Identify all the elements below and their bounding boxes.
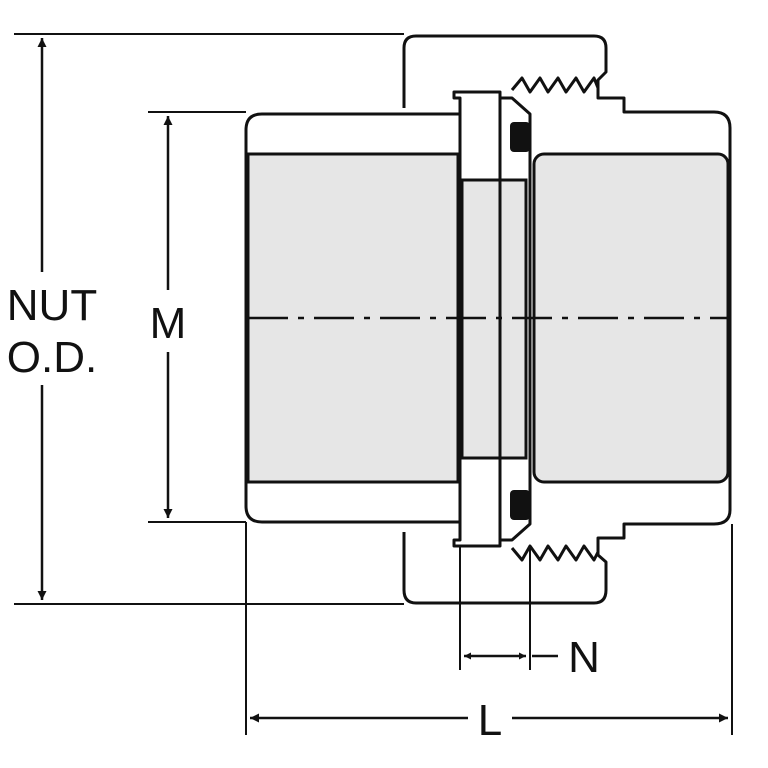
o-ring-bottom bbox=[510, 490, 530, 520]
m-label: M bbox=[150, 299, 187, 348]
n-label: N bbox=[568, 633, 600, 682]
nut-od-label-line2: O.D. bbox=[7, 333, 97, 382]
right-collar-top bbox=[500, 96, 532, 130]
thread-bottom bbox=[510, 544, 600, 562]
nut-od-label-line1: NUT bbox=[7, 281, 97, 330]
o-ring-top bbox=[510, 122, 530, 152]
left-flange-bottom bbox=[452, 522, 502, 548]
thread-top bbox=[510, 76, 600, 94]
left-end-body bbox=[244, 112, 460, 524]
union-nut bbox=[402, 34, 732, 605]
l-label: L bbox=[478, 696, 502, 745]
left-flange bbox=[452, 90, 502, 114]
